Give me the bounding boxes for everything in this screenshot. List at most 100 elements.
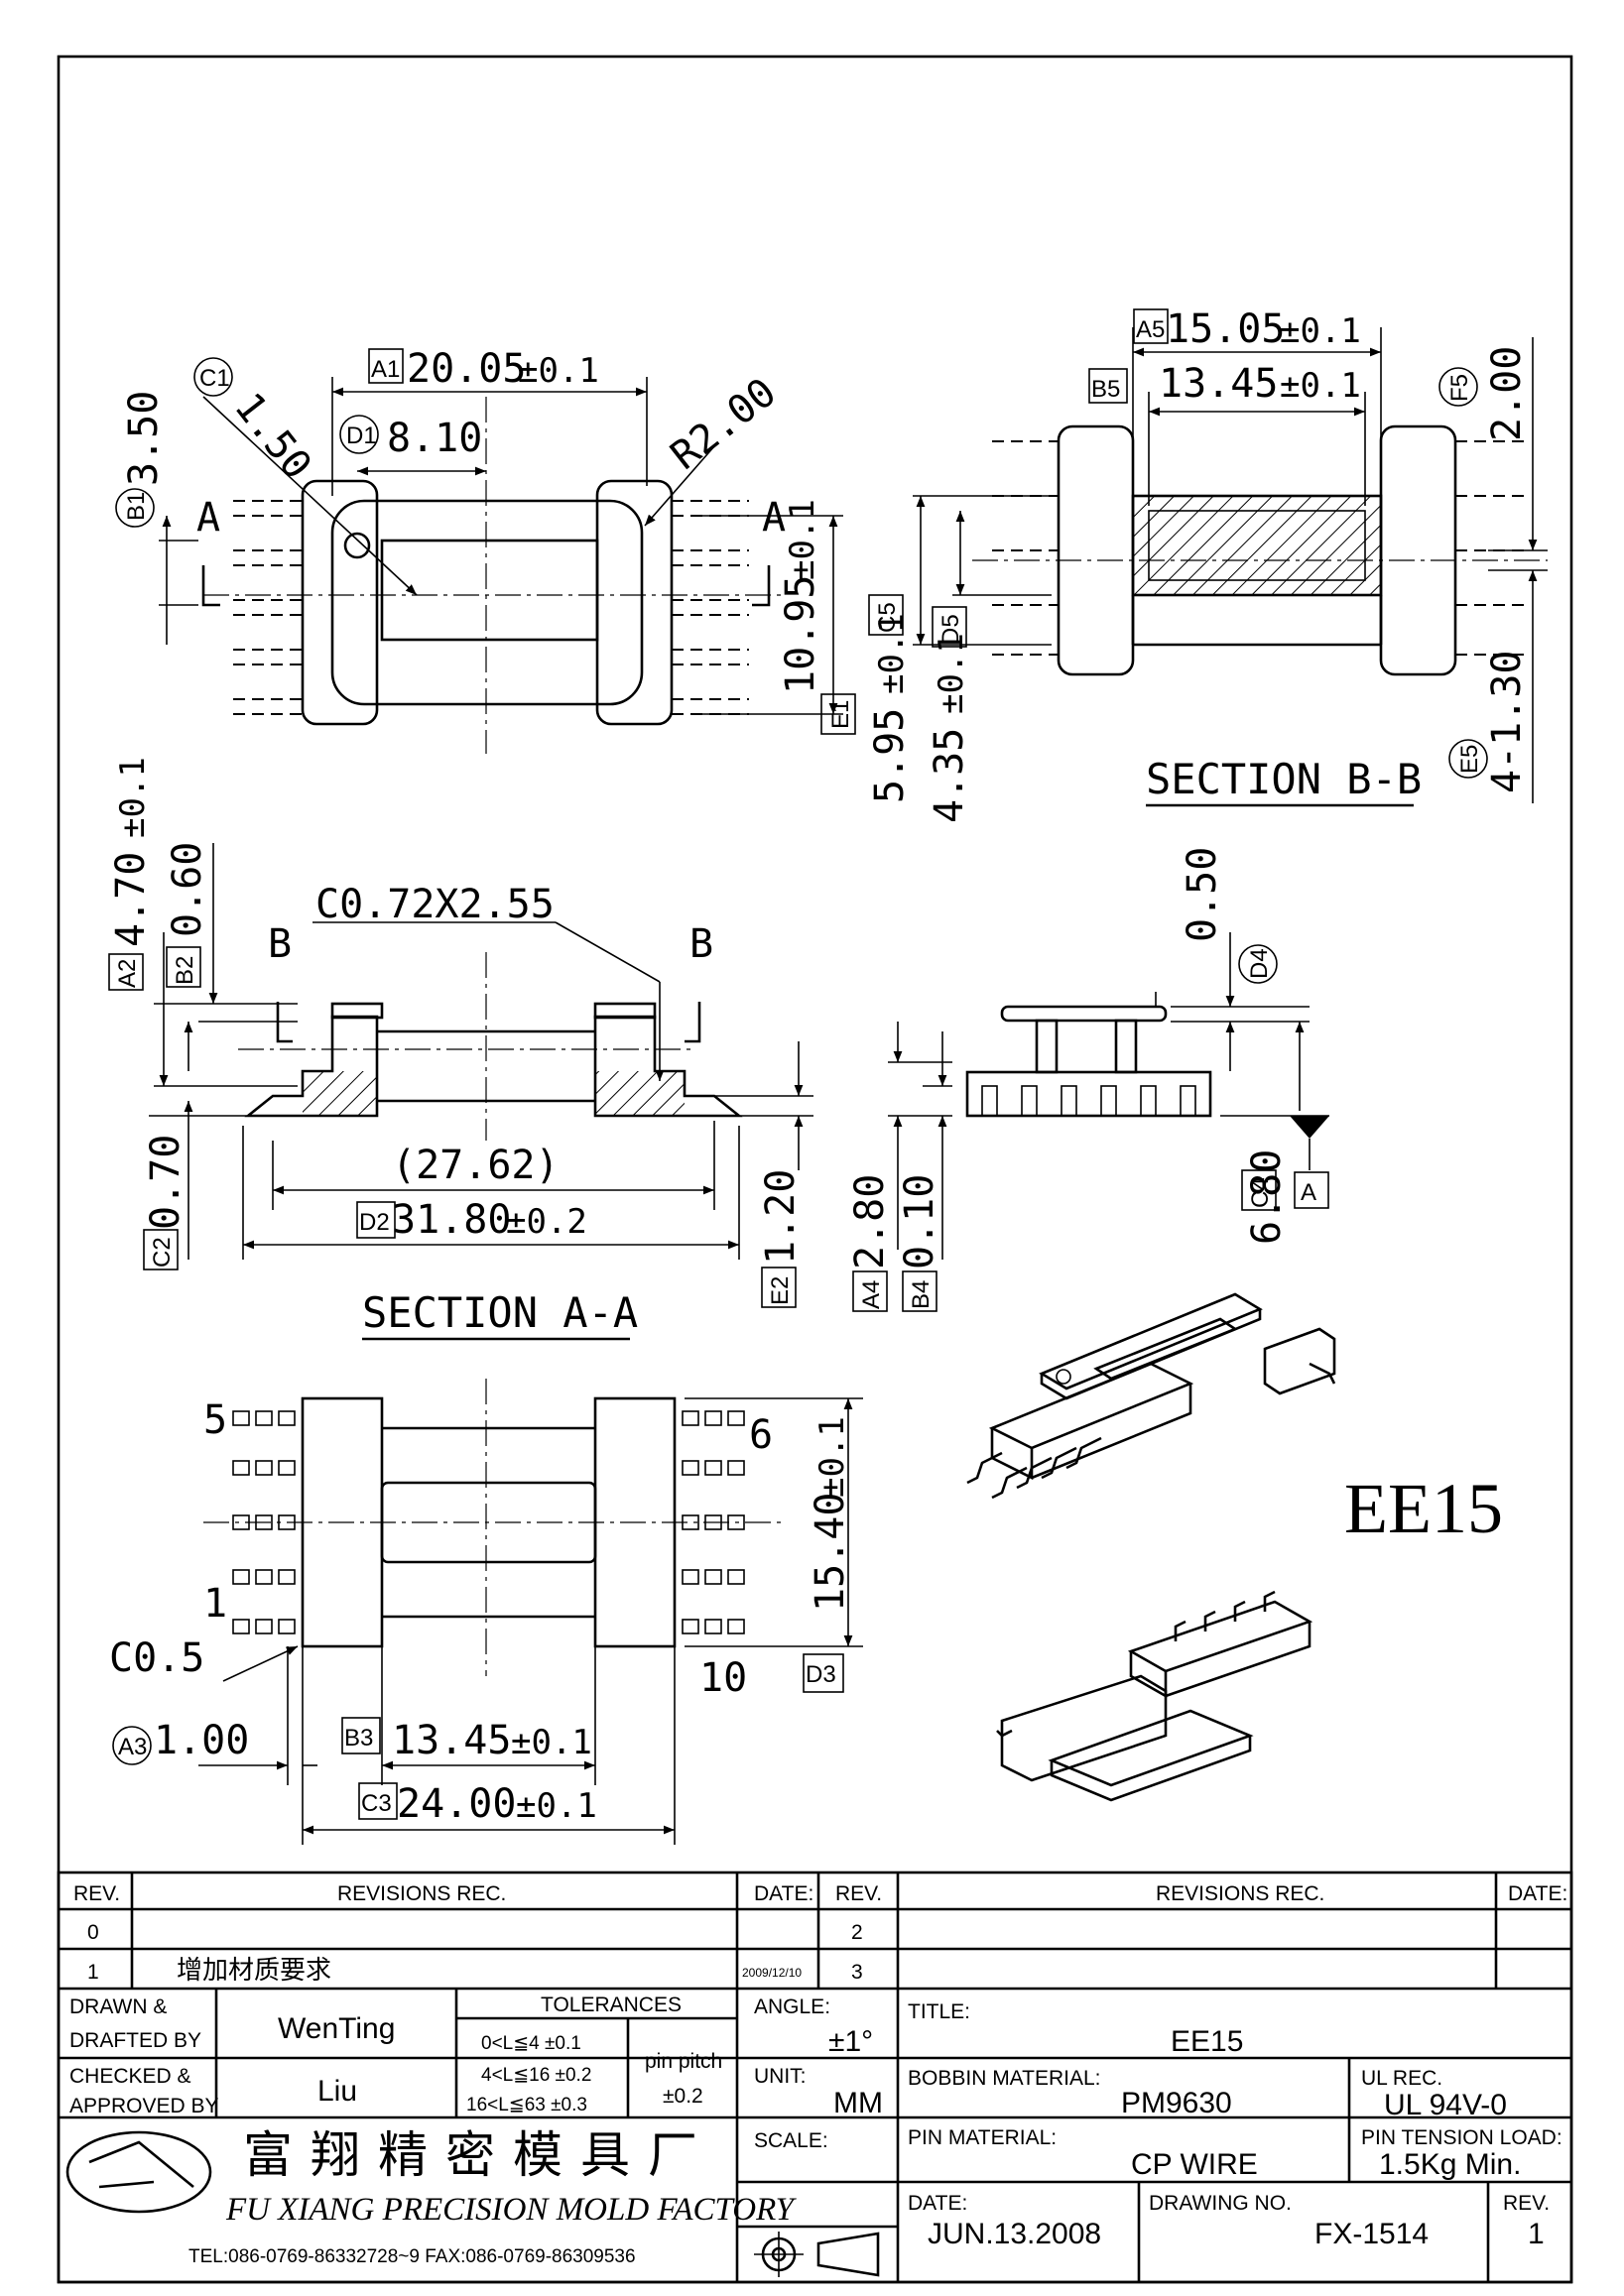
- tag-e2: E2: [767, 1276, 794, 1305]
- dim-b4: 0.10: [897, 1174, 942, 1269]
- checked-label-2: APPROVED BY: [69, 2095, 219, 2117]
- pin-label-1: 1: [203, 1581, 227, 1627]
- pin-label-5: 5: [203, 1397, 227, 1443]
- tag-a4: A4: [858, 1280, 885, 1309]
- drawn-label-2: DRAFTED BY: [69, 2029, 201, 2052]
- drawing-no-label: DRAWING NO.: [1149, 2192, 1292, 2215]
- tag-e5: E5: [1456, 745, 1483, 774]
- section-bb-view: A5 15.05 ±0.1 B5 13.45 ±0.1 F5 2.00 C5 5…: [867, 306, 1548, 823]
- date-value: JUN.13.2008: [928, 2218, 1101, 2250]
- tag-b4: B4: [908, 1280, 935, 1309]
- dim-a4: 2.80: [847, 1174, 893, 1269]
- company-contact: TEL:086-0769-86332728~9 FAX:086-0769-863…: [188, 2246, 636, 2267]
- tag-d2: D2: [359, 1209, 390, 1236]
- dim-e2: 1.20: [758, 1169, 804, 1265]
- date-header-left: DATE:: [754, 1882, 813, 1905]
- tag-d3: D3: [806, 1661, 836, 1688]
- isometric-top: [966, 1292, 1336, 1500]
- section-aa-title: SECTION A-A: [362, 1288, 638, 1337]
- tag-a3: A3: [118, 1734, 147, 1760]
- dim-b3: 13.45: [392, 1718, 511, 1763]
- dim-ref: (27.62): [392, 1143, 560, 1188]
- dim-c3: 24.00: [397, 1781, 516, 1827]
- section-mark-b-right: B: [689, 921, 713, 967]
- checked-label-1: CHECKED &: [69, 2065, 191, 2088]
- dim-d3-tol: ±0.1: [812, 1416, 852, 1498]
- unit-label: UNIT:: [754, 2065, 807, 2088]
- section-mark-a-left: A: [196, 495, 220, 541]
- rev-header-right: REV.: [835, 1882, 882, 1905]
- pin-tension-label: PIN TENSION LOAD:: [1361, 2126, 1562, 2149]
- tag-c4: C4: [1247, 1177, 1274, 1208]
- pin-label-6: 6: [749, 1412, 773, 1458]
- bobbin-material-value: PM9630: [1121, 2087, 1232, 2119]
- fx-logo-icon: [65, 2130, 212, 2214]
- ul-rec-value: UL 94V-0: [1384, 2089, 1507, 2121]
- tag-c3: C3: [361, 1790, 392, 1817]
- drawn-label-1: DRAWN &: [69, 1995, 167, 2018]
- dim-c2: 0.70: [143, 1135, 188, 1230]
- bottom-view: 5 6 1 10 C0.5 15.40 ±0.1 D3 A3 1.00 B3 1…: [109, 1379, 863, 1845]
- dim-a3: 1.00: [154, 1718, 249, 1763]
- rev-value: 1: [1528, 2218, 1545, 2250]
- dim-c3-tol: ±0.1: [516, 1786, 597, 1826]
- tag-b3: B3: [344, 1725, 373, 1752]
- title-block: REV. REVISIONS REC. DATE: REV. REVISIONS…: [57, 1871, 1573, 2284]
- tag-b5: B5: [1091, 376, 1120, 403]
- bobbin-material-label: BOBBIN MATERIAL:: [908, 2067, 1101, 2090]
- date-label: DATE:: [908, 2192, 967, 2215]
- section-mark-b-left: B: [268, 921, 292, 967]
- rev-row-1-desc: 增加材质要求: [177, 1956, 331, 1986]
- pin-material-value: CP WIRE: [1131, 2148, 1258, 2181]
- tag-a5: A5: [1136, 316, 1165, 343]
- dim-c4: 6.80: [1244, 1149, 1290, 1245]
- dim-b2: 0.60: [165, 842, 210, 937]
- dim-e1-tol: ±0.1: [783, 499, 822, 580]
- drawn-value: WenTing: [278, 2012, 395, 2045]
- pin-material-label: PIN MATERIAL:: [908, 2126, 1057, 2149]
- revisions-header-left: REVISIONS REC.: [337, 1882, 506, 1905]
- section-aa-view: B B C0.72X2.55 A2 4.70 ±0.1 B2 0.60 C2: [108, 757, 813, 1341]
- dim-d2-tol: ±0.2: [506, 1202, 587, 1242]
- dim-a5: 15.05: [1166, 306, 1285, 352]
- pin-label-10: 10: [699, 1655, 747, 1701]
- tag-b2: B2: [172, 956, 198, 985]
- tag-a1: A1: [371, 356, 400, 383]
- rev-header-left: REV.: [73, 1882, 120, 1905]
- dim-a2: 4.70: [108, 852, 154, 947]
- drawing-no-value: FX-1514: [1314, 2218, 1429, 2250]
- tag-b1: B1: [123, 492, 150, 521]
- dim-a1-tol: ±0.1: [518, 351, 599, 391]
- date-header-right: DATE:: [1508, 1882, 1567, 1905]
- revisions-header-right: REVISIONS REC.: [1156, 1882, 1324, 1905]
- tag-d4: D4: [1246, 948, 1273, 979]
- dim-d3: 15.40: [808, 1493, 853, 1612]
- dim-a5-tol: ±0.1: [1280, 311, 1361, 351]
- dim-c5: 5.95: [867, 708, 913, 803]
- dim-d4: 0.50: [1180, 847, 1225, 942]
- dim-d2: 31.80: [392, 1197, 511, 1243]
- company-name-en: FU XIANG PRECISION MOLD FACTORY: [225, 2192, 798, 2228]
- dim-chamfer: C0.72X2.55: [315, 882, 555, 927]
- section-mark-a-right: A: [762, 495, 786, 541]
- dim-b5-tol: ±0.1: [1280, 366, 1361, 406]
- tag-e1: E1: [827, 700, 854, 729]
- tolerances-label: TOLERANCES: [541, 1994, 682, 2016]
- title-label: TITLE:: [908, 2000, 970, 2023]
- scale-label: SCALE:: [754, 2129, 828, 2152]
- company-name-cn: 富翔精密模具厂: [243, 2126, 715, 2184]
- top-view: A A A1 20.05 ±0.1 D1 8.10 C1 1.50 R2.00 …: [115, 346, 856, 754]
- pin-pitch-label: pin pitch: [645, 2050, 722, 2073]
- part-name-label: EE15: [1344, 1469, 1503, 1548]
- tag-a2: A2: [114, 959, 141, 988]
- ul-rec-label: UL REC.: [1361, 2067, 1442, 2090]
- pin-tension-value: 1.5Kg Min.: [1379, 2148, 1521, 2181]
- dim-b3-tol: ±0.1: [511, 1723, 592, 1762]
- tag-c2: C2: [149, 1237, 176, 1268]
- tag-d5: D5: [937, 614, 964, 645]
- datum-a: A: [1301, 1179, 1316, 1206]
- tag-d1: D1: [346, 423, 377, 449]
- rev-label: REV.: [1503, 2192, 1550, 2215]
- dim-e1: 10.95: [778, 575, 823, 694]
